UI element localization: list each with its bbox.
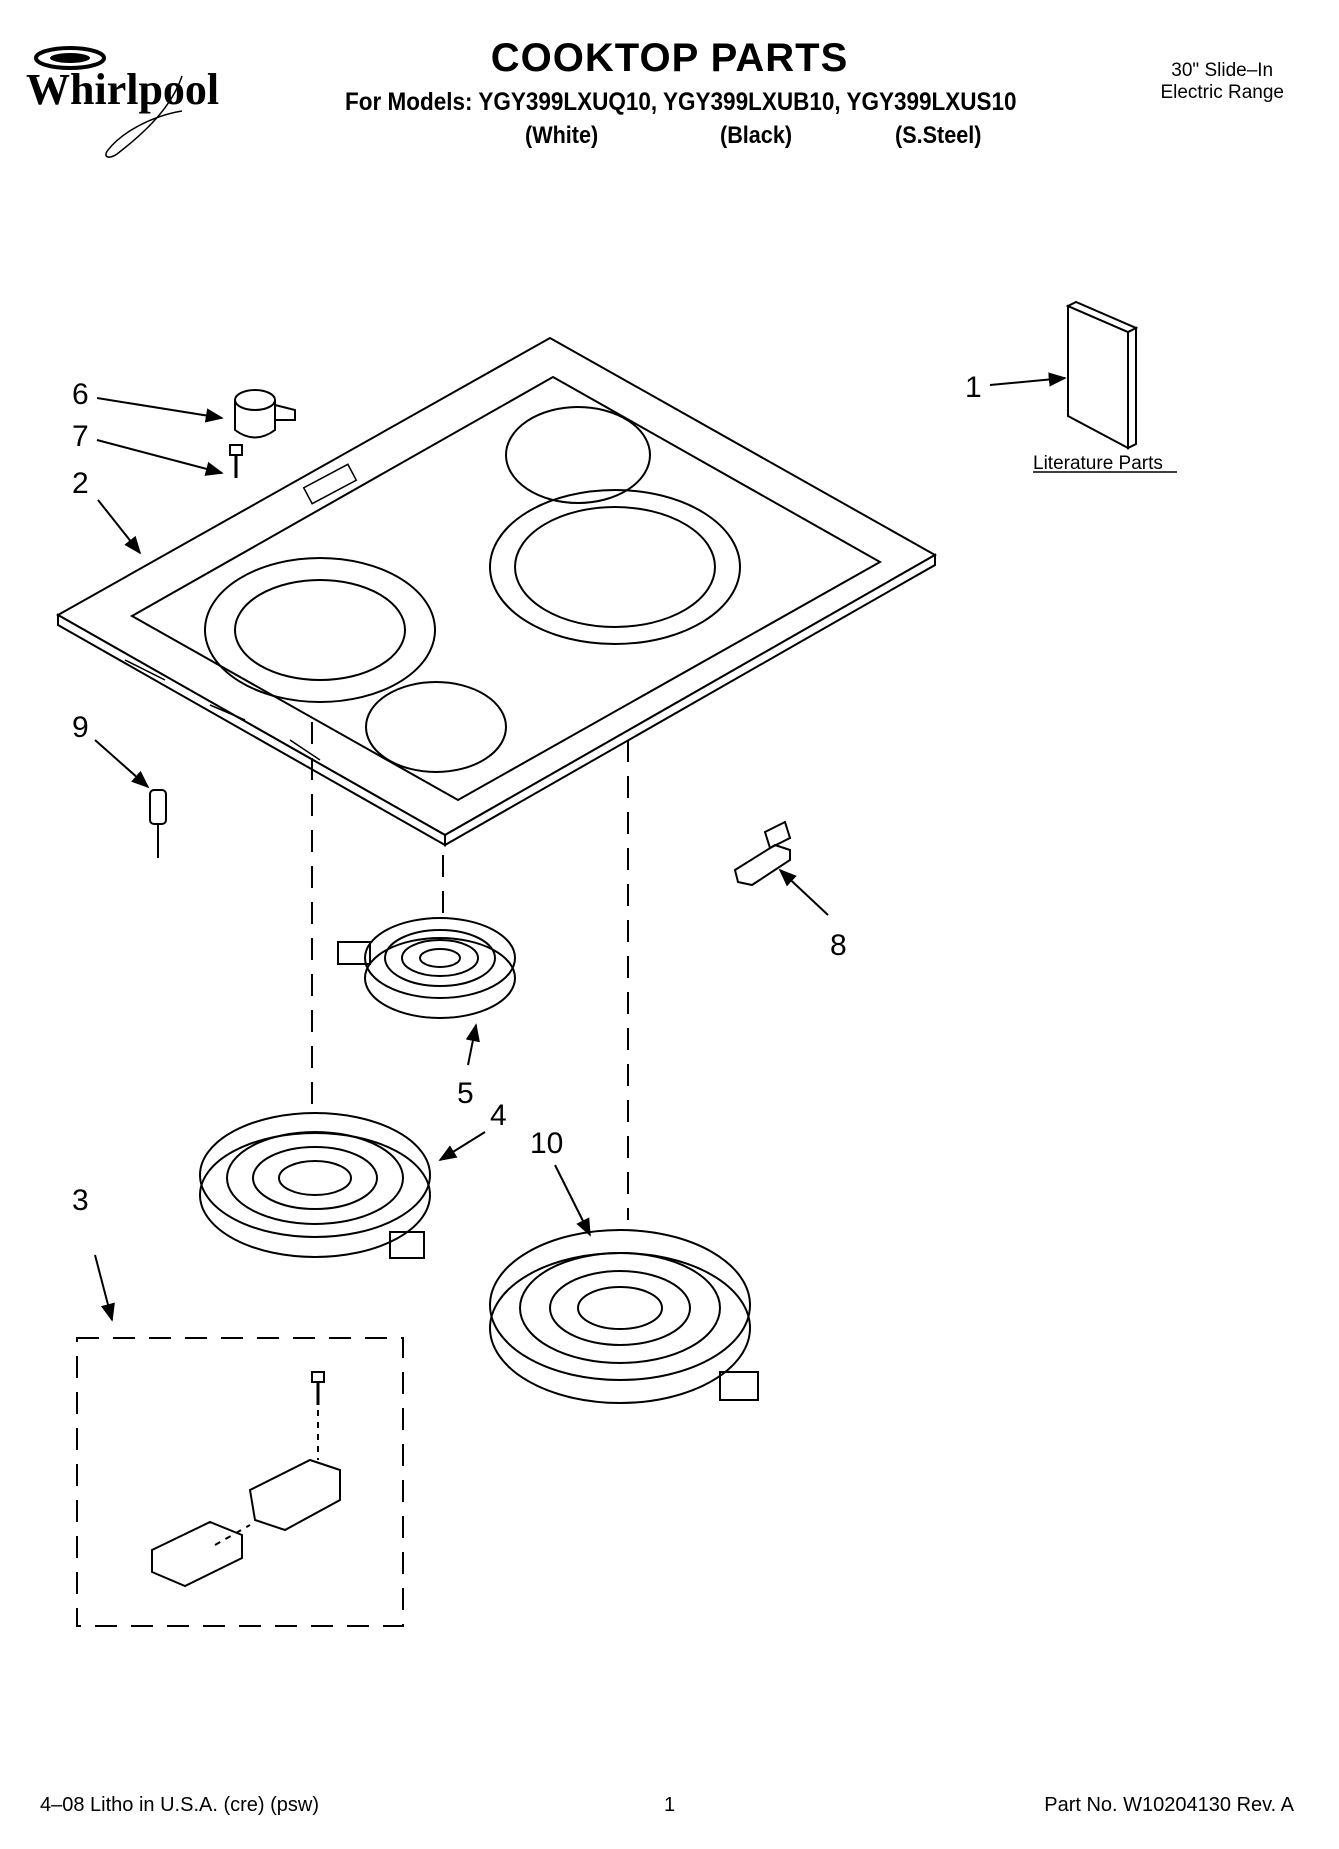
- arrow-5: [465, 1023, 480, 1066]
- radiant-element-small: [337, 917, 516, 1019]
- callout-8: 8: [830, 929, 847, 962]
- callout-4: 4: [490, 1099, 507, 1132]
- terminal-kit-parts: [151, 1371, 341, 1588]
- callout-2: 2: [72, 467, 89, 500]
- arrow-4: [438, 1131, 486, 1161]
- callout-1: 1: [965, 371, 982, 404]
- callout-5: 5: [457, 1077, 474, 1110]
- arrow-2: [97, 499, 142, 555]
- arrow-9: [94, 739, 150, 789]
- range-type-line1: 30" Slide–In: [1171, 60, 1274, 81]
- models-line: For Models: YGY399LXUQ10, YGY399LXUB10, …: [345, 88, 1017, 116]
- radiant-element-medium: [199, 1112, 431, 1259]
- terminal-block: [733, 820, 792, 887]
- footer-part-number: Part No. W10204130 Rev. A: [1044, 1794, 1294, 1816]
- terminal-kit-box: [76, 1337, 404, 1627]
- arrow-10: [554, 1164, 591, 1237]
- variant-white: (White): [525, 122, 599, 149]
- literature-parts-book: [1065, 300, 1139, 450]
- arrow-7: [96, 439, 224, 476]
- callout-3: 3: [72, 1184, 89, 1217]
- mounting-screw: [229, 444, 243, 478]
- range-type-line2: Electric Range: [1160, 82, 1284, 103]
- arrow-3: [94, 1254, 115, 1322]
- footer-page-number: 1: [664, 1794, 676, 1816]
- variant-black: (Black): [720, 122, 793, 149]
- cooktop-glass: [55, 336, 938, 847]
- radiant-element-large: [489, 1229, 759, 1404]
- limiter-switch: [234, 389, 296, 439]
- callout-7: 7: [72, 420, 89, 453]
- indicator-lamp: [149, 789, 167, 858]
- footer-print-info: 4–08 Litho in U.S.A. (cre) (psw): [40, 1794, 319, 1816]
- range-type: 30" Slide–In Electric Range: [1160, 60, 1284, 104]
- arrow-8: [778, 868, 829, 916]
- arrow-6: [96, 397, 224, 423]
- whirlpool-logo: Whirlpool: [26, 46, 219, 158]
- page-title: COOKTOP PARTS: [490, 36, 849, 80]
- variant-steel: (S.Steel): [895, 122, 982, 149]
- literature-parts-label: Literature Parts: [1033, 453, 1163, 474]
- callout-9: 9: [72, 711, 89, 744]
- callout-6: 6: [72, 378, 89, 411]
- brand-wordmark: Whirlpool: [26, 65, 219, 114]
- callout-10: 10: [530, 1127, 563, 1160]
- arrow-1: [989, 372, 1067, 387]
